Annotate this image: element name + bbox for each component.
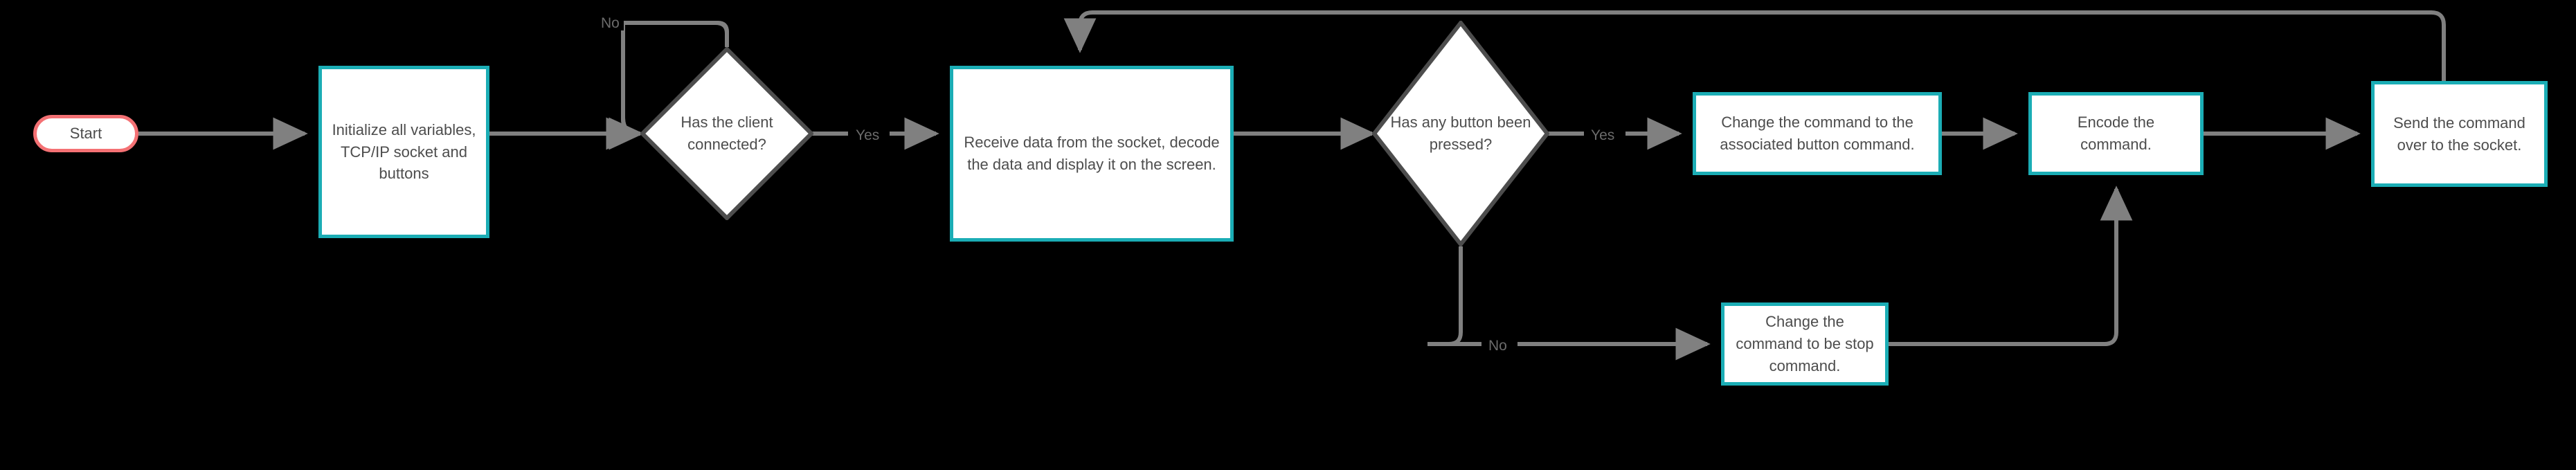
node-encode-command-label: Encode the command. xyxy=(2077,114,2155,153)
node-start-label: Start xyxy=(69,125,102,143)
edge-stop-to-encode xyxy=(1889,186,2133,346)
edge-button-no-down xyxy=(1427,246,1463,346)
edge-label-client-no: No xyxy=(597,16,624,30)
edge-client-no-loop-down xyxy=(606,23,641,150)
node-send-command[interactable]: Send the command over to the socket. xyxy=(2371,81,2548,187)
edge-client-no-loop-top xyxy=(623,21,729,47)
node-receive-data-label: Receive data from the socket, decode the… xyxy=(964,134,1220,173)
node-stop-command[interactable]: Change the command to be stop command. xyxy=(1721,302,1889,386)
diamond-shape-button xyxy=(1372,21,1549,246)
node-initialize[interactable]: Initialize all variables, TCP/IP socket … xyxy=(318,66,489,238)
node-stop-command-label: Change the command to be stop command. xyxy=(1736,313,1874,374)
node-start[interactable]: Start xyxy=(33,115,138,152)
edge-send-feedback-to-receive xyxy=(1063,10,2446,81)
node-change-command-button[interactable]: Change the command to the associated but… xyxy=(1693,92,1942,175)
node-send-command-label: Send the command over to the socket. xyxy=(2393,114,2525,154)
node-client-connected[interactable]: Has the client connected? xyxy=(640,47,813,220)
node-encode-command[interactable]: Encode the command. xyxy=(2028,92,2204,175)
node-receive-data[interactable]: Receive data from the socket, decode the… xyxy=(950,66,1234,242)
diamond-shape-client xyxy=(640,47,813,220)
edge-label-client-yes: Yes xyxy=(852,128,884,143)
edge-label-button-no: No xyxy=(1484,338,1511,353)
edge-label-button-yes: Yes xyxy=(1587,128,1619,143)
node-client-connected-label: Has the client connected? xyxy=(681,114,773,153)
node-change-command-button-label: Change the command to the associated but… xyxy=(1720,114,1915,153)
node-button-pressed[interactable]: Has any button been pressed? xyxy=(1372,21,1549,246)
node-button-pressed-label: Has any button been pressed? xyxy=(1390,114,1531,153)
node-initialize-label: Initialize all variables, TCP/IP socket … xyxy=(332,120,476,183)
